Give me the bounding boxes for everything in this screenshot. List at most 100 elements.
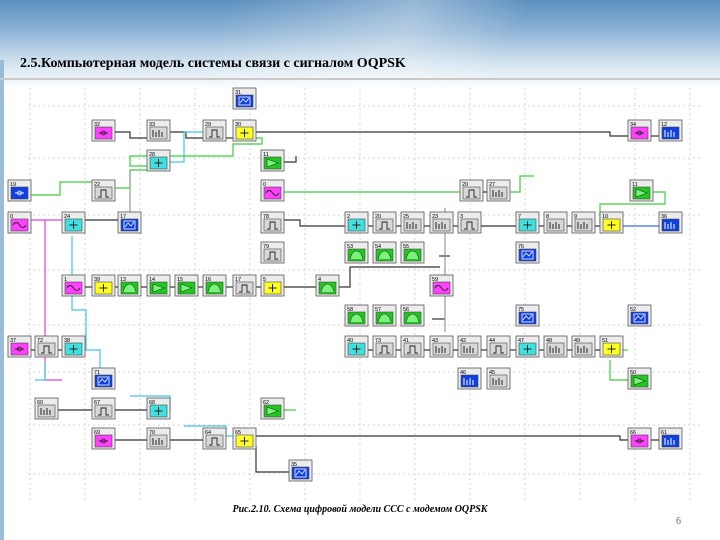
block-11[interactable]: 11	[629, 179, 654, 202]
block-60[interactable]: 60	[34, 397, 59, 420]
green-amplifier-icon	[263, 156, 282, 170]
block-number-label: 29	[205, 122, 211, 128]
green-filter-icon	[347, 248, 366, 262]
block-68[interactable]: 68	[146, 397, 171, 420]
cyan-summator-icon	[518, 342, 537, 356]
block-51[interactable]: 51	[599, 335, 624, 358]
block-49[interactable]: 49	[571, 335, 596, 358]
block-75[interactable]: 75	[515, 304, 540, 327]
block-17[interactable]: 17	[232, 274, 257, 297]
block-37[interactable]: 37	[7, 335, 32, 358]
block-45[interactable]: 45	[486, 367, 511, 390]
block-5[interactable]: 5	[260, 274, 285, 297]
block-66[interactable]: 66	[627, 427, 652, 450]
block-10[interactable]: 10	[599, 211, 624, 234]
title-banner	[0, 0, 720, 90]
block-64[interactable]: 64	[202, 427, 227, 450]
block-22[interactable]: 22	[91, 179, 116, 202]
block-43[interactable]: 43	[429, 335, 454, 358]
block-11[interactable]: 11	[260, 149, 285, 172]
block-58[interactable]: 58	[344, 304, 369, 327]
block-50[interactable]: 50	[627, 367, 652, 390]
block-41[interactable]: 41	[400, 335, 425, 358]
block-69[interactable]: 69	[91, 427, 116, 450]
slide-title: 2.5.Компьютерная модель системы связи с …	[20, 56, 406, 71]
block-67[interactable]: 67	[91, 397, 116, 420]
block-7[interactable]: 7	[515, 211, 540, 234]
block-52[interactable]: 52	[627, 304, 652, 327]
block-number-label: 33	[149, 122, 155, 128]
block-53[interactable]: 53	[344, 241, 369, 264]
block-73[interactable]: 73	[372, 335, 397, 358]
block-27[interactable]: 27	[486, 179, 511, 202]
block-31[interactable]: 31	[232, 87, 257, 110]
block-62[interactable]: 62	[260, 397, 285, 420]
block-16[interactable]: 16	[202, 274, 227, 297]
block-39[interactable]: 39	[91, 274, 116, 297]
block-76[interactable]: 76	[515, 241, 540, 264]
block-number-label: 40	[347, 338, 353, 344]
block-19[interactable]: 19	[7, 179, 32, 202]
block-33[interactable]: 33	[146, 119, 171, 142]
block-30[interactable]: 30	[232, 119, 257, 142]
blue-meter-icon	[630, 311, 649, 325]
block-3[interactable]: 3	[457, 211, 482, 234]
block-number-label: 53	[347, 244, 353, 250]
block-1[interactable]: 1	[61, 274, 86, 297]
block-71[interactable]: 71	[91, 367, 116, 390]
block-15[interactable]: 15	[174, 274, 199, 297]
block-0[interactable]: 0	[260, 179, 285, 202]
block-65[interactable]: 65	[232, 427, 257, 450]
block-61[interactable]: 61	[658, 427, 683, 450]
block-36[interactable]: 36	[658, 211, 683, 234]
block-55[interactable]: 55	[400, 241, 425, 264]
block-13[interactable]: 13	[117, 274, 142, 297]
block-9[interactable]: 9	[571, 211, 596, 234]
block-32[interactable]: 32	[91, 119, 116, 142]
block-number-label: 41	[403, 338, 409, 344]
block-40[interactable]: 40	[344, 335, 369, 358]
block-46[interactable]: 46	[457, 367, 482, 390]
block-56[interactable]: 56	[400, 304, 425, 327]
block-number-label: 27	[489, 182, 495, 188]
block-0[interactable]: 0	[7, 211, 32, 234]
block-17[interactable]: 17	[117, 211, 142, 234]
block-23[interactable]: 23	[429, 211, 454, 234]
block-number-label: 71	[94, 370, 100, 376]
block-24[interactable]: 24	[61, 211, 86, 234]
block-47[interactable]: 47	[515, 335, 540, 358]
block-14[interactable]: 14	[146, 274, 171, 297]
block-8[interactable]: 8	[543, 211, 568, 234]
gray-sampler-icon	[432, 342, 451, 356]
block-4[interactable]: 4	[315, 274, 340, 297]
block-20[interactable]: 20	[372, 211, 397, 234]
block-57[interactable]: 57	[372, 304, 397, 327]
blue-analyzer-icon	[460, 374, 479, 388]
block-number-label: 75	[518, 307, 524, 313]
block-72[interactable]: 72	[34, 335, 59, 358]
block-28[interactable]: 28	[146, 149, 171, 172]
block-78[interactable]: 78	[260, 211, 285, 234]
block-34[interactable]: 34	[627, 119, 652, 142]
block-44[interactable]: 44	[486, 335, 511, 358]
block-25[interactable]: 25	[400, 211, 425, 234]
block-number-label: 68	[149, 400, 155, 406]
block-20[interactable]: 20	[459, 179, 484, 202]
block-2[interactable]: 2	[344, 211, 369, 234]
block-70[interactable]: 70	[146, 427, 171, 450]
block-35[interactable]: 35	[288, 459, 313, 482]
blue-analyzer-icon	[661, 126, 680, 140]
block-number-label: 39	[94, 277, 100, 283]
block-12[interactable]: 12	[658, 119, 683, 142]
block-29[interactable]: 29	[202, 119, 227, 142]
block-number-label: 45	[489, 370, 495, 376]
block-79[interactable]: 79	[260, 241, 285, 264]
block-42[interactable]: 42	[457, 335, 482, 358]
green-filter-icon	[403, 311, 422, 325]
block-38[interactable]: 38	[61, 335, 86, 358]
block-54[interactable]: 54	[372, 241, 397, 264]
block-59[interactable]: 59	[429, 274, 454, 297]
block-48[interactable]: 48	[543, 335, 568, 358]
blue-meter-icon	[291, 466, 310, 480]
